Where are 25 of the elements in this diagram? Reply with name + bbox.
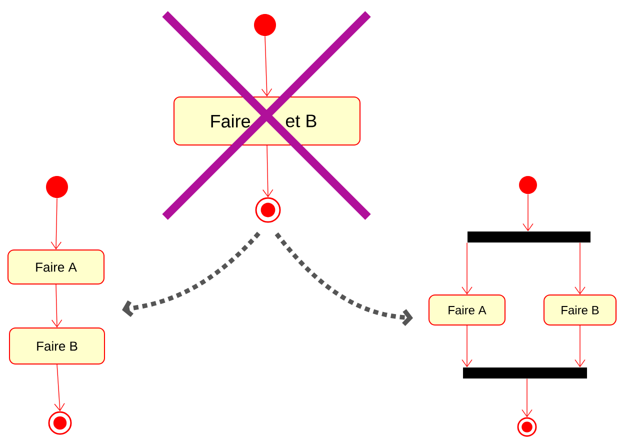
arrow xyxy=(261,36,272,96)
arrow xyxy=(51,284,62,328)
action-box: Faire B xyxy=(9,328,105,364)
start-dot xyxy=(46,176,68,198)
action-box: Faire A xyxy=(8,250,104,284)
action-box: Faire B xyxy=(544,294,616,326)
arrow xyxy=(262,145,274,198)
end-dot xyxy=(517,417,537,437)
start-dot xyxy=(519,176,537,194)
arrow xyxy=(522,194,534,232)
sync-bar xyxy=(463,368,587,378)
arrow xyxy=(522,378,532,418)
arrow xyxy=(574,242,586,294)
dotted-arrow xyxy=(274,232,413,326)
arrow xyxy=(462,325,472,368)
arrow xyxy=(50,198,62,250)
start-dot xyxy=(254,14,276,36)
arrow xyxy=(574,325,586,368)
end-dot xyxy=(48,411,72,435)
arrow xyxy=(54,364,65,412)
arrow xyxy=(462,242,472,294)
end-dot xyxy=(255,197,281,223)
action-box: Faire A xyxy=(428,294,506,326)
dotted-arrow xyxy=(122,232,260,318)
sync-bar xyxy=(468,232,590,242)
